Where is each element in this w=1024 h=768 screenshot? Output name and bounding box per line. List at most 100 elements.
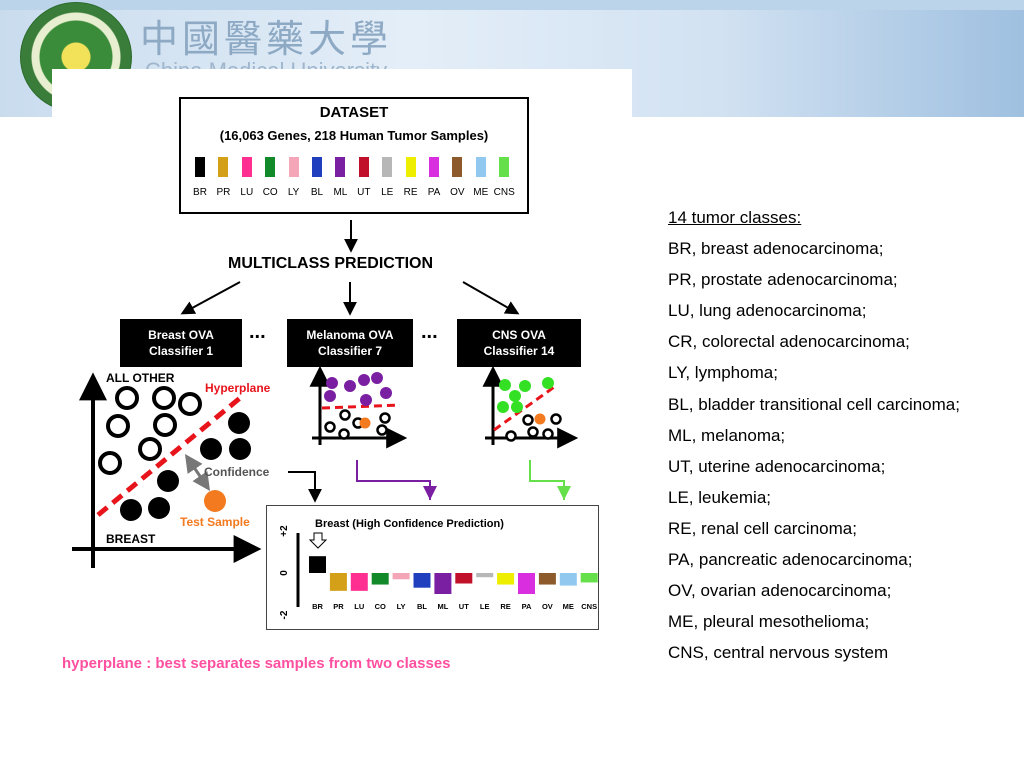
class-code-label: LY	[287, 187, 300, 198]
bar-re	[497, 573, 515, 585]
big-breast-sample	[229, 438, 251, 460]
bar-chart-x-tick: PR	[333, 602, 344, 611]
class-code-label: CNS	[493, 187, 515, 198]
classifier-cns-line1: CNS OVA	[492, 328, 546, 342]
legend-item: BR, breast adenocarcinoma;	[668, 239, 884, 259]
ellipsis-left: ...	[249, 321, 266, 343]
bar-chart-x-tick: BR	[312, 602, 323, 611]
bar-chart-x-tick: PA	[522, 602, 532, 611]
melanoma-test-sample	[359, 417, 371, 429]
class-swatch-me	[475, 157, 486, 177]
classifier-melanoma-line2: Classifier 7	[317, 344, 383, 358]
big-breast-sample	[200, 438, 222, 460]
test-sample-point	[204, 490, 226, 512]
big-breast-sample	[157, 470, 179, 492]
bar-bl	[413, 573, 431, 588]
university-name-cn: 中國醫藥大學	[140, 17, 393, 61]
bar-chart-x-tick: CO	[375, 602, 386, 611]
bar-chart-x-tick: LY	[397, 602, 406, 611]
legend-item: CNS, central nervous system	[668, 643, 889, 663]
big-hyperplane	[96, 396, 242, 517]
melanoma-other-sample	[338, 428, 350, 440]
tumor-class-legend: 14 tumor classes: BR, breast adenocarcin…	[668, 206, 960, 672]
class-swatch-re	[405, 157, 416, 177]
dataset-title: DATASET	[319, 104, 389, 121]
big-other-sample	[153, 413, 177, 437]
legend-item: OV, ovarian adenocarcinoma;	[668, 581, 892, 601]
class-swatch-pr	[218, 157, 229, 177]
bar-br	[309, 556, 326, 573]
big-other-sample	[98, 451, 122, 475]
ellipsis-right: ...	[421, 321, 438, 343]
bar-co	[371, 573, 389, 585]
class-code-label: PA	[427, 187, 441, 198]
bar-chart-x-tick: UT	[459, 602, 469, 611]
bar-ov	[538, 573, 556, 585]
class-code-label: UT	[357, 187, 371, 198]
class-code-label: PR	[216, 187, 231, 198]
big-other-sample	[138, 437, 162, 461]
dataset-subtitle: (16,063 Genes, 218 Human Tumor Samples)	[219, 128, 489, 143]
bar-chart-title: Breast (High Confidence Prediction)	[315, 518, 504, 530]
melanoma-hyperplane	[321, 403, 401, 410]
bar-chart-x-tick: BL	[417, 602, 427, 611]
bar-le	[476, 573, 494, 578]
bar-cns	[580, 573, 598, 583]
connector-melanoma	[356, 460, 431, 500]
legend-item: PA, pancreatic adenocarcinoma;	[668, 550, 913, 570]
class-swatch-lu	[241, 157, 252, 177]
legend-item: ML, melanoma;	[668, 425, 786, 445]
all-other-label: ALL OTHER	[106, 371, 175, 385]
classifier-breast-line1: Breast OVA	[148, 328, 214, 342]
big-breast-sample	[228, 412, 250, 434]
classifier-box-melanoma: Melanoma OVA Classifier 7	[287, 319, 413, 367]
class-swatch-cns	[499, 157, 510, 177]
big-breast-sample	[120, 499, 142, 521]
melanoma-class-sample	[326, 377, 338, 389]
class-swatch-br	[195, 157, 205, 177]
bar-ly	[392, 573, 410, 580]
cns-other-sample	[505, 430, 517, 442]
class-swatch-ov	[452, 157, 463, 177]
class-code-label: ML	[333, 187, 348, 198]
cns-class-sample	[542, 377, 554, 389]
class-code-label: RE	[403, 187, 418, 198]
bar-ut	[455, 573, 473, 584]
class-swatch-le	[382, 157, 393, 177]
legend-item: LE, leukemia;	[668, 487, 771, 507]
classifier-cns-line2: Classifier 14	[483, 344, 555, 358]
bar-chart-x-tick: OV	[542, 602, 553, 611]
cns-class-sample	[499, 379, 511, 391]
melanoma-other-sample	[379, 412, 391, 424]
header-top-band	[0, 0, 1024, 10]
melanoma-class-sample	[358, 374, 370, 386]
bar-chart-x-tick: ME	[563, 602, 574, 611]
class-swatch-co	[265, 157, 276, 177]
bar-chart-y-tick: -2	[279, 610, 290, 619]
big-other-sample	[115, 386, 139, 410]
class-code-label: LE	[381, 187, 394, 198]
bar-me	[559, 573, 577, 586]
cns-other-sample	[550, 413, 562, 425]
cns-class-samples	[497, 377, 554, 413]
classifier-melanoma-line1: Melanoma OVA	[306, 328, 394, 342]
class-swatch-pa	[429, 157, 439, 177]
legend-item: LU, lung adenocarcinoma;	[668, 301, 867, 321]
arrow-to-cns-classifier	[462, 281, 520, 315]
class-code-label: BL	[310, 187, 324, 198]
melanoma-class-sample	[371, 372, 383, 384]
cns-class-sample	[509, 390, 521, 402]
class-code-label: OV	[450, 187, 465, 198]
big-other-sample	[178, 392, 202, 416]
legend-item: CR, colorectal adenocarcinoma;	[668, 332, 910, 352]
hyperplane-footnote: hyperplane : best separates samples from…	[62, 655, 451, 672]
big-other-sample	[106, 414, 130, 438]
bar-pr	[329, 573, 347, 591]
legend-item: UT, uterine adenocarcinoma;	[668, 456, 886, 476]
connector-cns	[529, 460, 565, 500]
connector-breast	[288, 471, 322, 503]
bar-chart-y-tick: 0	[279, 570, 290, 576]
melanoma-class-sample	[344, 380, 356, 392]
bar-chart-x-tick: LE	[480, 602, 490, 611]
